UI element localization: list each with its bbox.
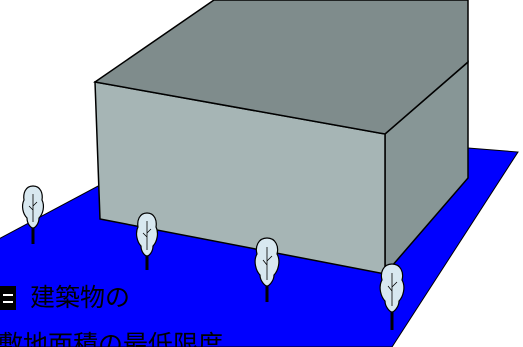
- tree-icon: [254, 237, 280, 302]
- caption-line-2-text: 敷地面積の最低限度: [0, 330, 224, 347]
- building-top-face: [93, 0, 469, 135]
- tree-icon: [135, 212, 159, 270]
- tree-icon: [21, 185, 45, 244]
- caption-line-1-text: 建築物の: [30, 283, 131, 312]
- list-marker-icon: [0, 286, 16, 310]
- caption-heading: 建築物の: [0, 283, 130, 313]
- tree-icon: [379, 263, 405, 330]
